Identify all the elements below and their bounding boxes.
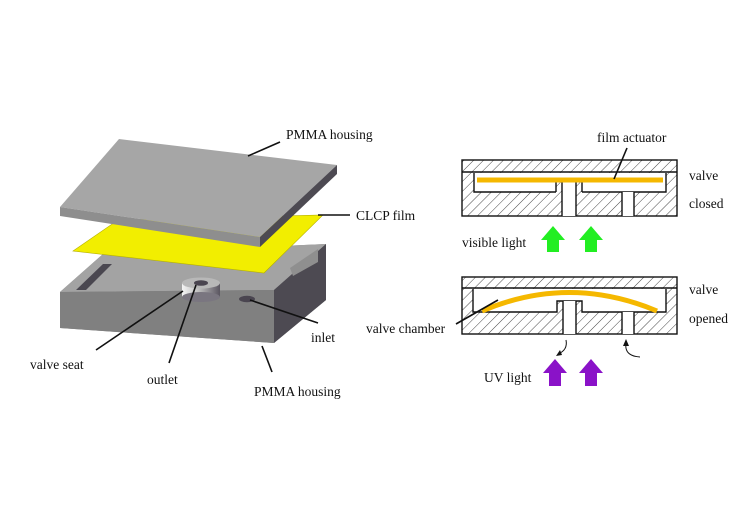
valve-closed-section: film actuator valve closed visible light (461, 130, 724, 252)
top-pmma-housing (60, 139, 337, 247)
label-valve-chamber: valve chamber (366, 321, 446, 336)
label-top-pmma-housing: PMMA housing (286, 127, 373, 142)
label-valve-opened-line1: valve (689, 282, 718, 297)
label-uv-light: UV light (484, 370, 532, 385)
label-clcp-film: CLCP film (356, 208, 416, 223)
visible-light-arrow-1 (541, 226, 565, 252)
uv-light-arrow-2 (579, 359, 603, 386)
exploded-view: PMMA housing CLCP film valve seat outlet… (30, 127, 416, 399)
visible-light-arrow-2 (579, 226, 603, 252)
label-bottom-pmma-housing: PMMA housing (254, 384, 341, 399)
valve-opened-section: valve chamber valve opened UV light (366, 276, 728, 386)
label-film-actuator: film actuator (597, 130, 667, 145)
leader-lines (95, 141, 350, 373)
label-valve-closed-line1: valve (689, 168, 718, 183)
label-valve-closed-line2: closed (689, 196, 724, 211)
label-outlet: outlet (147, 372, 178, 387)
label-inlet: inlet (311, 330, 335, 345)
valve-seat (182, 277, 220, 302)
label-visible-light: visible light (462, 235, 526, 250)
label-valve-opened-line2: opened (689, 311, 728, 326)
label-valve-seat: valve seat (30, 357, 84, 372)
outlet-hole (194, 280, 208, 286)
left-channel (76, 264, 112, 290)
uv-light-arrow-1 (543, 359, 567, 386)
film-actuator-curved (481, 290, 658, 314)
